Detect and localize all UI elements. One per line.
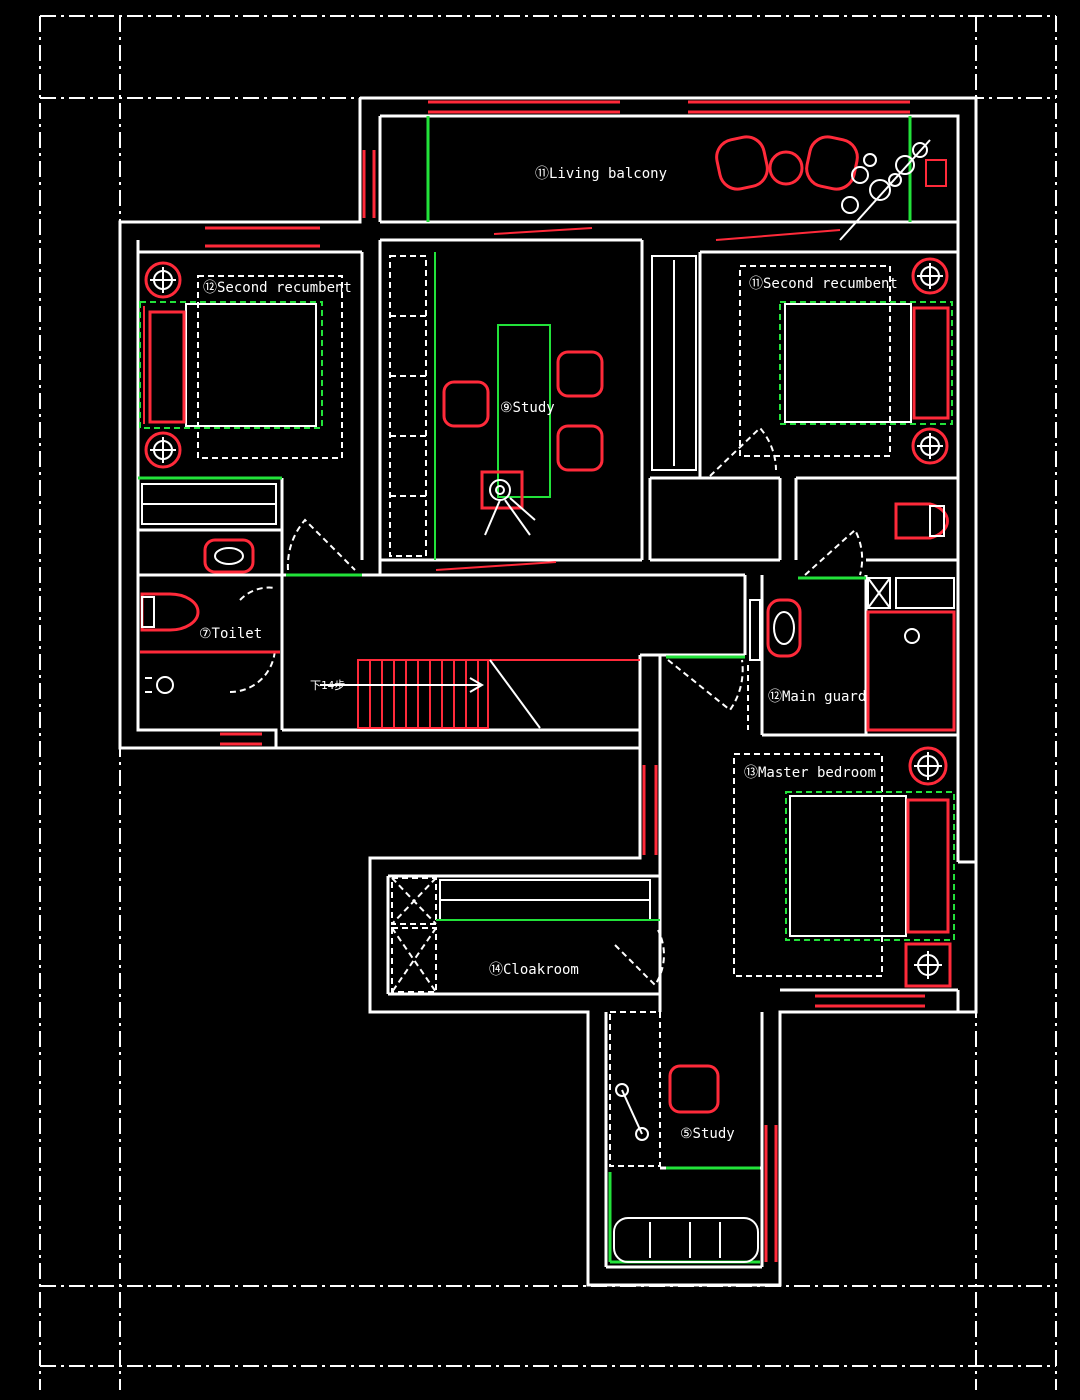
right-wardrobe [651, 255, 697, 471]
exterior-walls [118, 96, 978, 1287]
label-study-bottom: ⑤Study [680, 1126, 735, 1142]
cloakroom-furniture [391, 877, 660, 993]
label-second-recumbent-left: ⑫Second recumbent [203, 280, 352, 296]
label-cloakroom: ⑭Cloakroom [489, 962, 579, 978]
toilet-fixtures [140, 538, 280, 694]
stair-note: 下14步 [310, 679, 345, 692]
label-living-balcony: ⑪Living balcony [535, 166, 667, 182]
label-toilet: ⑦Toilet [199, 626, 262, 642]
label-study-top: ⑨Study [500, 400, 555, 416]
study-shelves [389, 255, 427, 557]
sofa-icon [613, 1217, 759, 1263]
balcony-furniture [715, 135, 947, 241]
main-guard-fixtures [747, 502, 956, 732]
plant-icon [839, 139, 931, 241]
windows [205, 100, 925, 1262]
doors [229, 426, 864, 987]
master-bedroom-furniture [733, 746, 955, 988]
label-main-guard: ⑫Main guard [768, 689, 866, 705]
top-study-furniture [442, 324, 604, 536]
interior-walls [138, 220, 958, 1170]
staircase [320, 659, 640, 729]
room-labels: ⑪Living balcony ⑫Second recumbent ⑨Study… [199, 166, 898, 1142]
label-master-bedroom: ⑬Master bedroom [744, 765, 876, 781]
bottom-study-furniture [609, 1011, 759, 1263]
right-bedroom-furniture [739, 257, 953, 465]
left-bedroom-furniture [139, 261, 343, 525]
label-second-recumbent-right: ⑪Second recumbent [749, 276, 898, 292]
